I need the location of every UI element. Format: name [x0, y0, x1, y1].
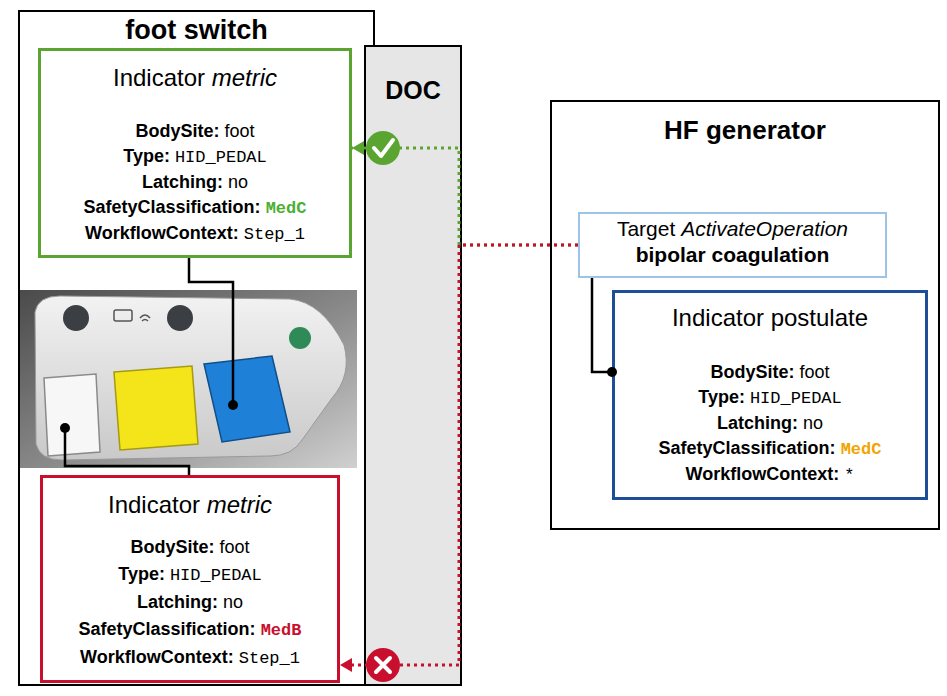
attribute-line: BodySite: foot — [135, 119, 254, 144]
device-box: HF generatorTarget ActivateOperationbipo… — [550, 100, 940, 530]
indicator-box: Indicator metricBodySite: footType: HID_… — [38, 48, 352, 258]
battery-icon — [114, 310, 132, 321]
box-title: foot switch — [125, 14, 268, 46]
attribute-line: SafetyClassification: MedC — [659, 436, 882, 463]
dotted-connector — [340, 245, 578, 665]
dotted-connector — [352, 148, 578, 245]
device-box: foot switchIndicator metricBodySite: foo… — [18, 10, 375, 686]
cross-circle — [366, 648, 400, 682]
check-mark — [374, 140, 393, 156]
attribute-line: BodySite: foot — [710, 360, 829, 385]
box-title: HF generator — [664, 114, 826, 146]
link-line — [592, 278, 612, 372]
indicator-box: Indicator postulateBodySite: footType: H… — [612, 290, 928, 500]
housing-button — [63, 305, 89, 331]
attribute-line: BodySite: foot — [130, 534, 249, 561]
housing-button — [289, 327, 311, 349]
yellow-pedal — [114, 366, 198, 450]
attribute-line: Latching: no — [137, 589, 243, 616]
pedal-housing — [35, 296, 346, 460]
leader-dot — [228, 400, 238, 410]
cross-mark — [376, 658, 390, 672]
attribute-line: Type: HID_PEDAL — [698, 385, 842, 412]
attribute-line: WorkflowContext: Step_1 — [80, 644, 300, 672]
leader-dot — [60, 423, 70, 433]
white-pedal — [44, 374, 100, 456]
leader-line — [189, 258, 233, 405]
attribute-line: WorkflowContext: * — [686, 462, 855, 489]
attribute-line: Latching: no — [142, 170, 248, 195]
doc-band: DOC — [364, 45, 462, 686]
photo-background — [18, 290, 357, 468]
attribute-line: Latching: no — [717, 411, 823, 436]
box-title: Indicator metric — [108, 490, 272, 520]
operation-name: bipolar coagulation — [636, 242, 830, 268]
attribute-line: Type: HID_PEDAL — [123, 144, 267, 170]
attribute-line: SafetyClassification: MedB — [79, 616, 302, 644]
attribute-line: SafetyClassification: MedC — [84, 195, 307, 221]
wireless-icon — [140, 315, 150, 321]
attribute-line: WorkflowContext: Step_1 — [85, 221, 305, 247]
box-title: Target ActivateOperation — [617, 216, 848, 242]
box-title: DOC — [385, 75, 441, 105]
blue-pedal — [204, 356, 290, 442]
indicator-box: Indicator metricBodySite: footType: HID_… — [40, 475, 340, 683]
attribute-line: Type: HID_PEDAL — [118, 561, 262, 589]
box-title: Indicator metric — [113, 63, 277, 93]
leader-line — [65, 428, 189, 475]
check-circle — [366, 131, 400, 165]
box-title: Indicator postulate — [672, 303, 868, 333]
housing-button — [167, 305, 193, 331]
target-box: Target ActivateOperationbipolar coagulat… — [578, 212, 887, 278]
